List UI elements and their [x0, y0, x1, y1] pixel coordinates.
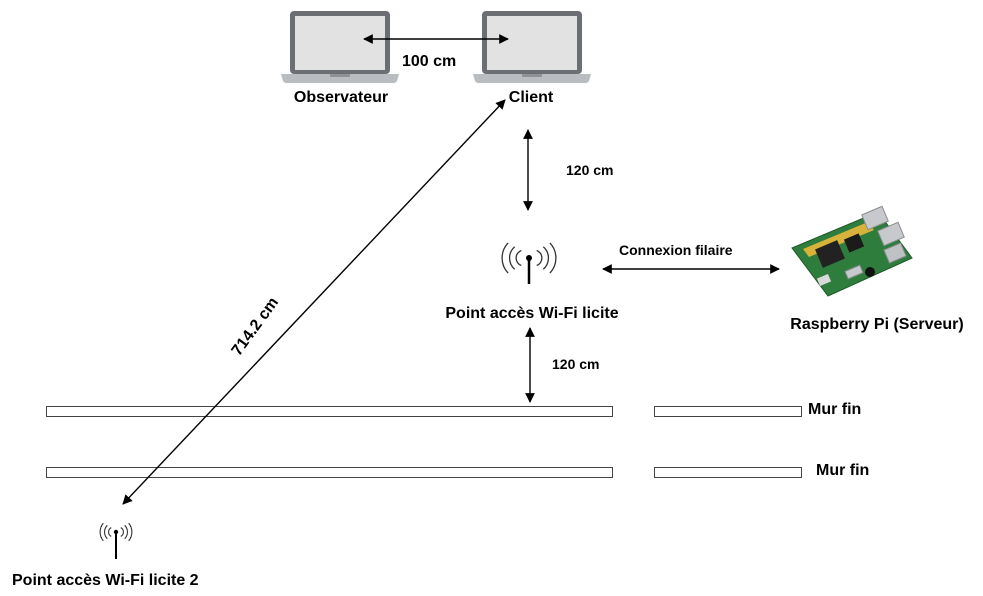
raspberry-pi-label: Raspberry Pi (Serveur) — [790, 316, 964, 333]
raspberry-pi-board-icon — [791, 205, 913, 297]
laptop-distance-label: 100 cm — [402, 53, 457, 70]
client-laptop-icon — [473, 11, 591, 83]
wall-2-label: Mur fin — [816, 462, 870, 479]
access-point-label: Point accès Wi-Fi licite — [445, 305, 619, 322]
client-label: Client — [508, 89, 554, 106]
observer-label: Observateur — [293, 89, 389, 106]
access-point-antenna-icon — [501, 242, 557, 284]
ap-to-wall-distance-label: 120 cm — [552, 356, 600, 372]
diagonal-distance-arrow — [122, 99, 506, 505]
thin-wall-2 — [46, 467, 802, 478]
client-to-ap-distance-label: 120 cm — [566, 162, 614, 178]
wall-1-label: Mur fin — [808, 401, 862, 418]
access-point-2-label: Point accès Wi-Fi licite 2 — [12, 572, 199, 589]
thin-wall-1 — [46, 406, 802, 417]
observer-laptop-icon — [281, 11, 399, 83]
wired-connection-label: Connexion filaire — [619, 242, 733, 258]
access-point-2-antenna-icon — [99, 522, 133, 559]
